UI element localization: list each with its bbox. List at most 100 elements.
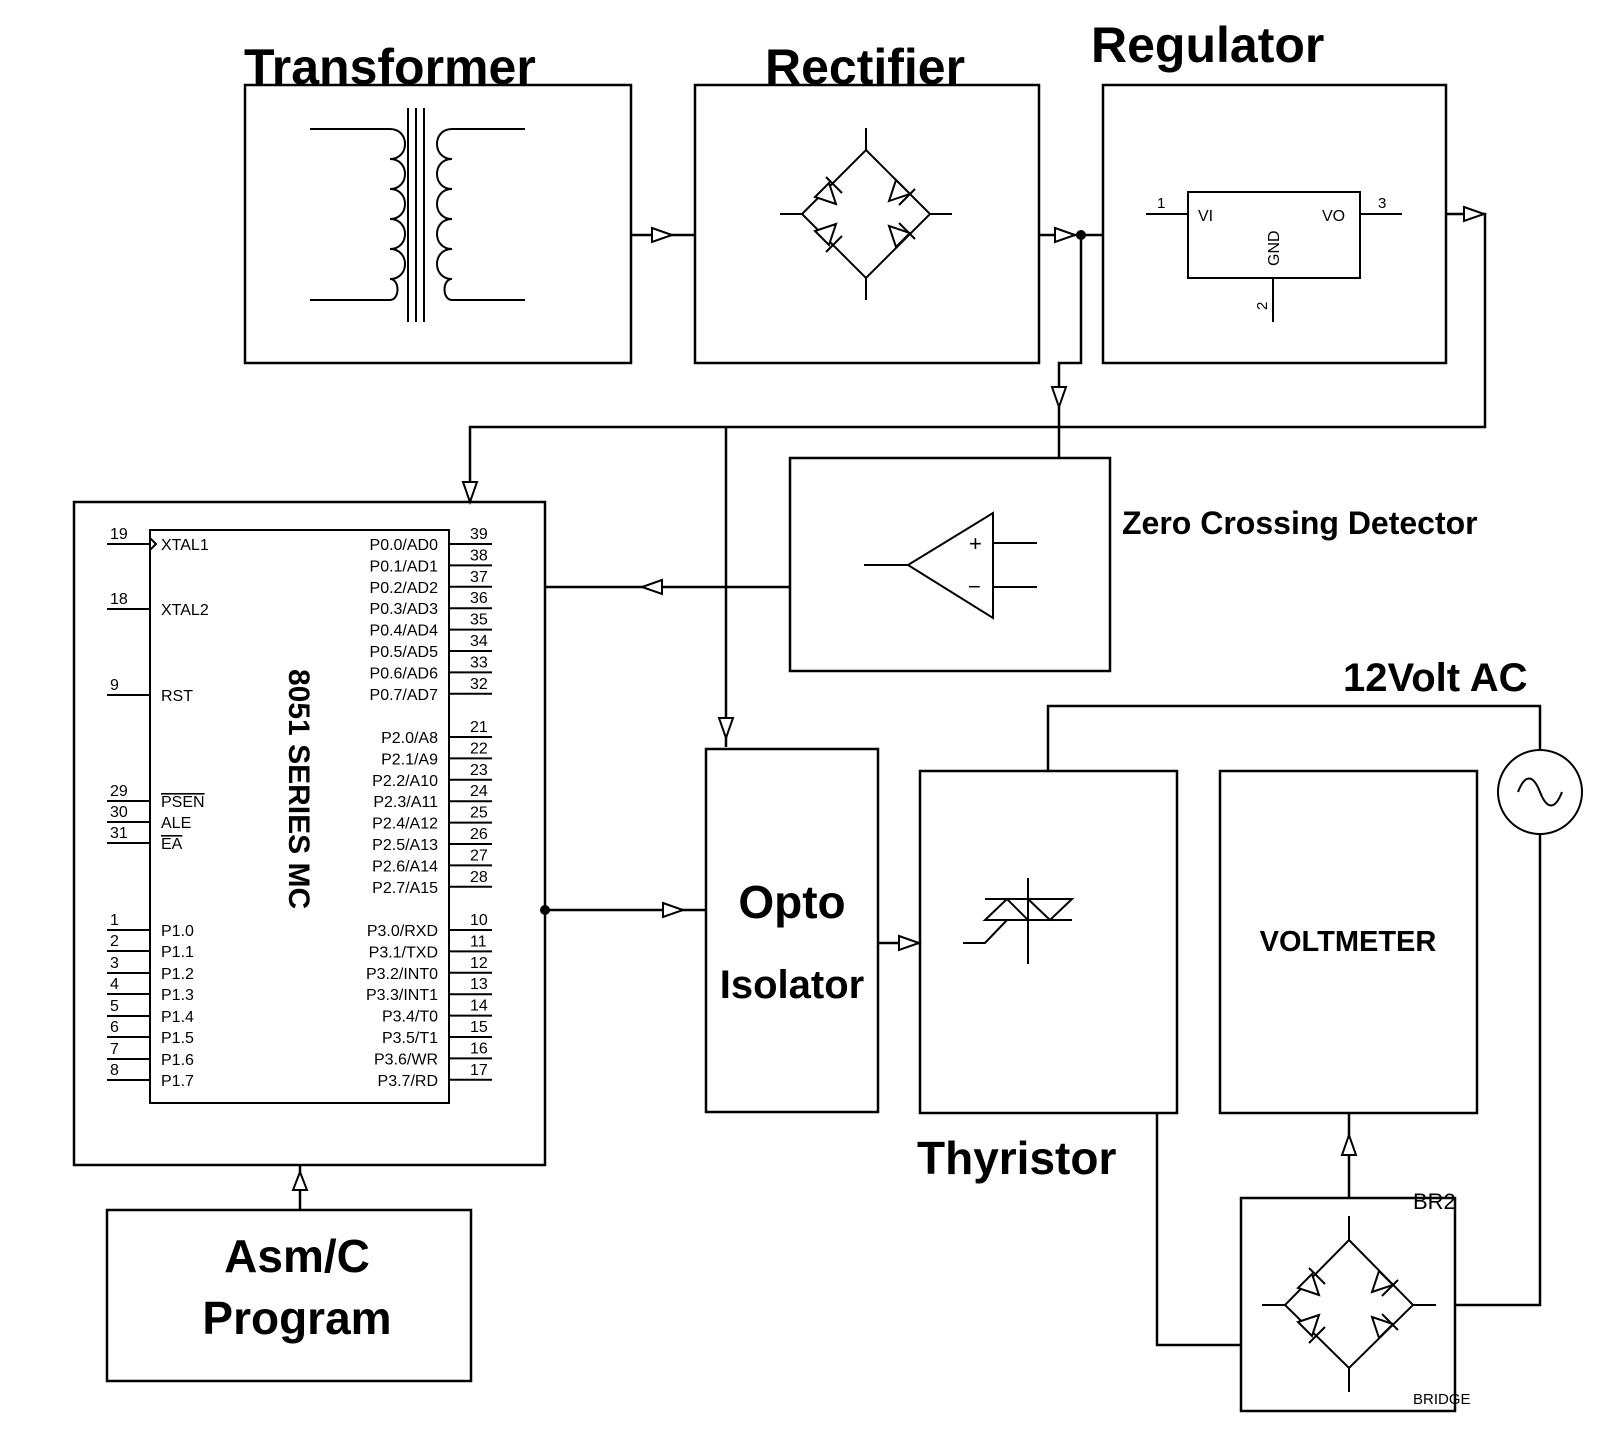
mcu-pin-number: 32 xyxy=(470,676,488,693)
bridge-ref: BR2 xyxy=(1413,1189,1456,1214)
wire-rectifier-zcd xyxy=(1057,235,1083,458)
mcu-pin-name: P3.2/INT0 xyxy=(366,966,438,983)
regulator-pin-3: 3 xyxy=(1378,195,1386,212)
mcu-pin-number: 4 xyxy=(110,976,119,993)
mcu-pin-name: P1.2 xyxy=(161,966,194,983)
mcu-pin-name: P3.0/RXD xyxy=(367,923,438,940)
mcu-label: 8051 SERIES MC xyxy=(282,669,315,909)
regulator-block xyxy=(1101,83,1448,365)
mcu-pin-name: P0.6/AD6 xyxy=(370,665,439,682)
arrow-zcd-mcu xyxy=(638,578,663,596)
arrow-rectifier-zcd xyxy=(1050,386,1068,411)
mcu-pin-number: 29 xyxy=(110,783,128,800)
mcu-pin-name: XTAL1 xyxy=(161,537,209,554)
mcu-pin-name: P2.2/A10 xyxy=(372,773,438,790)
mcu-pin-number: 11 xyxy=(470,933,487,950)
voltmeter-title: VOLTMETER xyxy=(1260,926,1437,958)
mcu-pin-number: 35 xyxy=(470,612,488,629)
mcu-pin-number: 31 xyxy=(110,825,128,842)
mcu-pin-number: 14 xyxy=(470,998,488,1015)
regulator-vi-label: VI xyxy=(1198,208,1213,225)
mcu-pin-number: 19 xyxy=(110,526,128,543)
mcu-pin-name: P0.4/AD4 xyxy=(370,623,439,640)
mcu-pin-name: XTAL2 xyxy=(161,602,209,619)
mcu-pin-number: 24 xyxy=(470,783,488,800)
mcu-pin-name: P3.4/T0 xyxy=(382,1009,438,1026)
mcu-pin-name: P3.3/INT1 xyxy=(366,987,438,1004)
rectifier-block xyxy=(693,83,1041,365)
program-line1: Asm/C xyxy=(224,1230,370,1282)
opto-block xyxy=(704,747,880,1114)
mcu-pin-name: P2.4/A12 xyxy=(372,816,438,833)
mcu-pin-number: 1 xyxy=(110,912,119,929)
regulator-gnd-label: GND xyxy=(1266,230,1283,266)
mcu-block xyxy=(72,500,547,1167)
arrow-program-mcu xyxy=(291,1169,309,1191)
mcu-pin-number: 10 xyxy=(470,912,488,929)
mcu-pin-number: 12 xyxy=(470,955,488,972)
mcu-pin-name: P2.6/A14 xyxy=(372,858,438,875)
mcu-pin-number: 38 xyxy=(470,547,488,564)
regulator-title: Regulator xyxy=(1091,17,1324,73)
mcu-pin-name: P1.0 xyxy=(161,923,194,940)
mcu-pin-name: P1.7 xyxy=(161,1073,194,1090)
mcu-pin-number: 15 xyxy=(470,1019,488,1036)
rectifier-title: Rectifier xyxy=(765,39,965,95)
mcu-pin-name: P3.1/TXD xyxy=(369,944,438,961)
mcu-pin-number: 18 xyxy=(110,591,128,608)
mcu-pin-number: 2 xyxy=(110,933,119,950)
opto-line1: Opto xyxy=(738,876,845,928)
regulator-vo-label: VO xyxy=(1322,208,1345,225)
mcu-pins: 19XTAL118XTAL29RST29PSEN30ALE31EA1P1.02P… xyxy=(107,526,492,1090)
mcu-pin-name: P3.6/WR xyxy=(374,1051,438,1068)
thyristor-title: Thyristor xyxy=(917,1132,1116,1184)
opto-line2: Isolator xyxy=(720,963,864,1007)
mcu-pin-name: P1.4 xyxy=(161,1009,194,1026)
clock-input-icon xyxy=(149,537,158,551)
arrow-rail-opto xyxy=(717,717,735,742)
mcu-pin-name: P2.7/A15 xyxy=(372,880,438,897)
comparator-minus: − xyxy=(968,574,981,599)
arrow-bridge-voltmeter xyxy=(1340,1131,1358,1156)
regulator-pin-2: 2 xyxy=(1254,302,1271,310)
arrow-regulator-out xyxy=(1463,205,1488,223)
mcu-pin-number: 8 xyxy=(110,1062,119,1079)
bridge-rectifier-icon xyxy=(780,128,952,300)
mcu-pin-number: 36 xyxy=(470,590,488,607)
arrow-rail-mcu xyxy=(461,481,479,506)
mcu-pin-name: P2.0/A8 xyxy=(381,730,438,747)
bridge-value: BRIDGE xyxy=(1413,1391,1471,1408)
mcu-pin-name: P1.5 xyxy=(161,1030,194,1047)
mcu-pin-number: 37 xyxy=(470,569,488,586)
mcu-pin-name: P2.1/A9 xyxy=(381,751,438,768)
mcu-pin-number: 23 xyxy=(470,762,488,779)
mcu-pin-number: 3 xyxy=(110,955,119,972)
zcd-title: Zero Crossing Detector xyxy=(1122,505,1478,541)
wire-thyristor-ac xyxy=(1046,704,1542,771)
transformer-icon xyxy=(310,108,525,322)
mcu-pin-name: RST xyxy=(161,688,193,705)
arrow-mcu-opto xyxy=(662,901,687,919)
triac-icon xyxy=(963,878,1075,964)
arrow-transformer-rectifier xyxy=(651,226,676,244)
mcu-pin-name: P1.1 xyxy=(161,944,194,961)
arrow-rectifier-regulator xyxy=(1054,226,1079,244)
mcu-pin-number: 30 xyxy=(110,804,128,821)
mcu-pin-name: P3.7/RD xyxy=(378,1073,438,1090)
transformer-block xyxy=(243,83,633,365)
comparator-icon: + − xyxy=(864,511,1037,620)
mcu-pin-name: EA xyxy=(161,836,183,853)
wire-ac-bridge xyxy=(1455,834,1542,1307)
mcu-pin-name: P0.0/AD0 xyxy=(370,537,439,554)
ac-source-title: 12Volt AC xyxy=(1343,656,1527,700)
transformer-title: Transformer xyxy=(244,39,536,95)
mcu-pin-name: P1.6 xyxy=(161,1052,194,1069)
mcu-pin-name: P0.1/AD1 xyxy=(370,558,439,575)
bridge-block xyxy=(1239,1196,1457,1413)
mcu-pin-name: ALE xyxy=(161,815,191,832)
mcu-pin-number: 6 xyxy=(110,1019,119,1036)
mcu-pin-number: 34 xyxy=(470,633,488,650)
program-line2: Program xyxy=(202,1292,391,1344)
wire-supply-rail xyxy=(468,212,1487,490)
wire-thyristor-bridge xyxy=(1155,1113,1241,1347)
